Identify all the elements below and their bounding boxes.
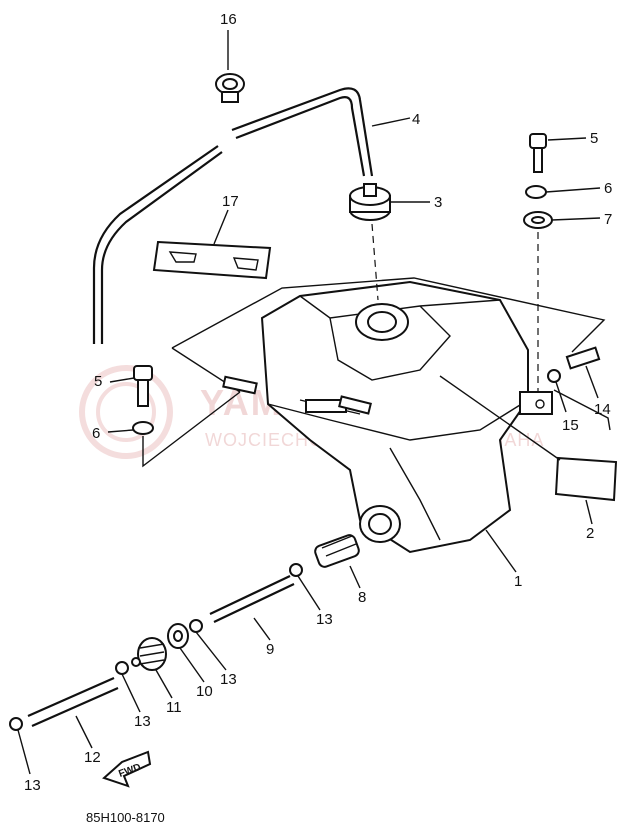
callout-13-a: 13 (316, 611, 333, 628)
clamp-13-c (9, 717, 23, 731)
hose-14 (547, 346, 601, 383)
gasket-10 (167, 623, 189, 649)
callout-10: 10 (196, 683, 213, 700)
diagram-code: 85H100-8170 (86, 810, 165, 825)
callout-13-b: 13 (220, 671, 237, 688)
callout-5-right: 5 (590, 130, 598, 147)
callout-13-c: 13 (134, 713, 151, 730)
washer-6-left (132, 391, 241, 468)
callout-1: 1 (514, 573, 522, 590)
fuel-cap (349, 183, 391, 301)
clamp-13-b (115, 661, 129, 675)
bolt-5-left (133, 365, 153, 407)
callout-14: 14 (594, 401, 611, 418)
callout-8: 8 (358, 589, 366, 606)
callout-16: 16 (220, 11, 237, 28)
damper-7 (523, 211, 553, 392)
callout-12: 12 (84, 749, 101, 766)
sticker-17 (152, 240, 272, 280)
callout-15: 15 (562, 417, 579, 434)
fuel-hose-9 (209, 575, 295, 623)
fuel-hose-12 (27, 676, 119, 728)
sponge-2 (439, 375, 618, 502)
callout-9: 9 (266, 641, 274, 658)
callout-13-d: 13 (24, 777, 41, 794)
breather-hose (92, 87, 374, 344)
fuel-tank (222, 280, 553, 554)
fwd-arrow: FWD (102, 750, 152, 788)
callout-5-left: 5 (94, 373, 102, 390)
callout-labels: 16 4 5 6 3 7 17 5 6 14 15 2 1 8 13 9 13 … (24, 11, 612, 794)
callout-3: 3 (434, 194, 442, 211)
callout-11: 11 (166, 699, 182, 716)
clamp-13-a (189, 619, 203, 633)
fuel-filter (289, 534, 360, 577)
callout-4: 4 (412, 111, 420, 128)
callout-17: 17 (222, 193, 239, 210)
bolt-5-right (529, 133, 547, 173)
leader-lines (17, 30, 601, 775)
callout-6-right: 6 (604, 180, 612, 197)
callout-2: 2 (586, 525, 594, 542)
washer-6-right (525, 185, 547, 199)
callout-7: 7 (604, 211, 612, 228)
callout-6-left: 6 (92, 425, 100, 442)
fuel-cock-11 (131, 637, 167, 671)
hose-clip-16 (215, 73, 245, 103)
